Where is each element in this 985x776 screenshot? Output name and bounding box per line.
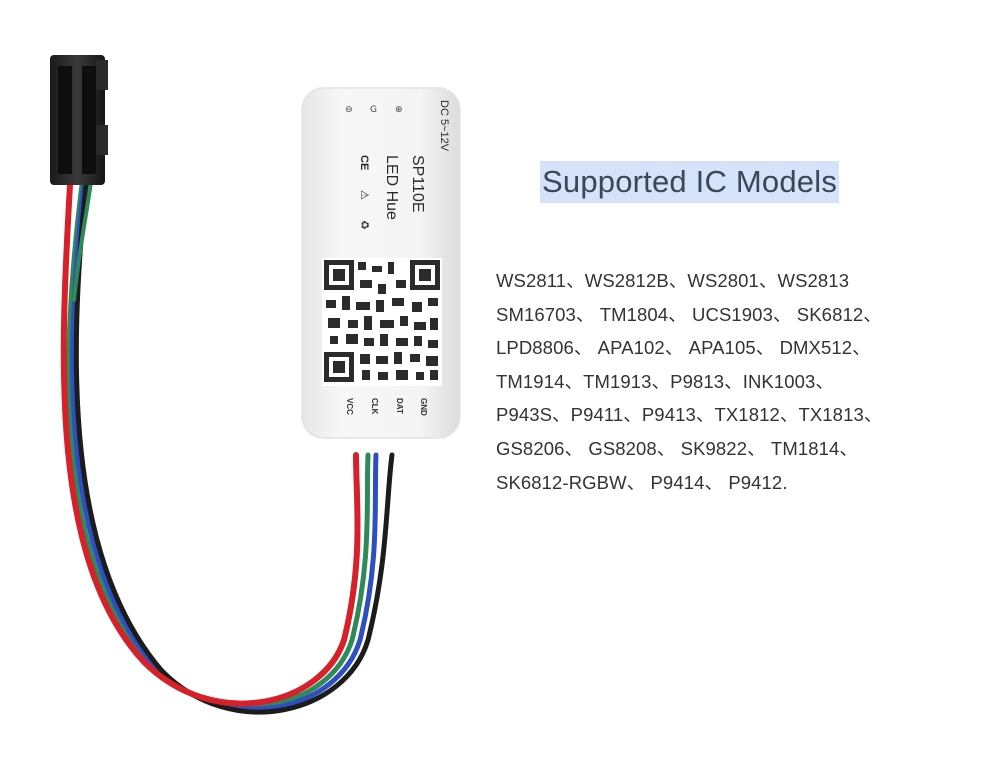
page-title: Supported IC Models xyxy=(540,161,840,203)
pin-gnd-label: GND xyxy=(419,398,428,416)
list-item: P943S、P9411、P9413、TX1812、TX1813、 xyxy=(496,404,883,426)
recycle-icon: ♻ xyxy=(358,220,370,230)
connector-plug xyxy=(50,55,108,185)
list-item: SM16703、 TM1804、 UCS1903、 SK6812、 xyxy=(496,303,882,325)
list-item: TM1914、TM1913、P9813、INK1003、 xyxy=(496,370,835,392)
ce-mark: CE xyxy=(358,155,370,170)
list-item: LPD8806、 APA102、 APA105、 DMX512、 xyxy=(496,337,871,359)
device-name-label: LED Hue xyxy=(383,155,400,220)
list-item: SK6812-RGBW、 P9414、 P9412. xyxy=(496,471,788,493)
terminal-ground-icon: G xyxy=(370,105,377,115)
voltage-label: DC 5~12V xyxy=(438,100,450,152)
terminal-plus-icon: ⊕ xyxy=(395,105,403,115)
warning-icon: ⚠ xyxy=(358,190,370,200)
list-item: GS8206、 GS8208、 SK9822、 TM1814、 xyxy=(496,437,858,459)
pin-clk-label: CLK xyxy=(370,398,379,415)
qr-code-icon xyxy=(322,258,442,386)
product-image: SP110E LED Hue DC 5~12V CE ⚠ ♻ ⊖ G ⊕ xyxy=(50,55,461,715)
list-item: WS2811、WS2812B、WS2801、WS2813 xyxy=(496,270,850,291)
pin-vcc-label: VCC xyxy=(345,398,354,415)
pin-dat-label: DAT xyxy=(395,398,404,414)
ic-model-list: WS2811、WS2812B、WS2801、WS2813 SM16703、 TM… xyxy=(496,264,976,499)
cable xyxy=(60,148,395,715)
terminal-minus-icon: ⊖ xyxy=(345,105,353,115)
controller-body: SP110E LED Hue DC 5~12V CE ⚠ ♻ ⊖ G ⊕ xyxy=(301,87,461,439)
device-model-label: SP110E xyxy=(409,155,426,213)
